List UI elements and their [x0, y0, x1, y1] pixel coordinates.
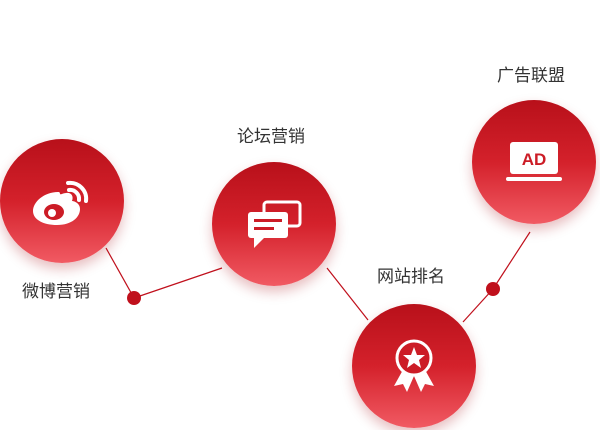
label-forum: 论坛营销: [237, 127, 305, 147]
label-weibo: 微博营销: [22, 282, 90, 302]
connector-dot-left: [127, 291, 141, 305]
node-ads[interactable]: AD: [472, 100, 596, 224]
label-seo: 网站排名: [377, 267, 445, 287]
connector-weibo-dot: [105, 247, 135, 299]
chat-bubbles-icon: [248, 200, 302, 248]
ad-icon-text: AD: [522, 150, 547, 169]
label-ads: 广告联盟: [497, 66, 565, 86]
connector-dot-forum: [133, 267, 223, 299]
ad-screen-icon: AD: [506, 142, 562, 181]
node-weibo[interactable]: [0, 139, 124, 263]
weibo-icon: [33, 180, 89, 225]
node-forum[interactable]: [212, 162, 336, 286]
connector-dot-ads: [492, 231, 531, 290]
connector-forum-seo: [326, 267, 369, 321]
connector-dot-right: [486, 282, 500, 296]
node-seo[interactable]: [352, 304, 476, 428]
award-ribbon-icon: [394, 339, 434, 392]
connector-seo-dot: [462, 288, 494, 323]
